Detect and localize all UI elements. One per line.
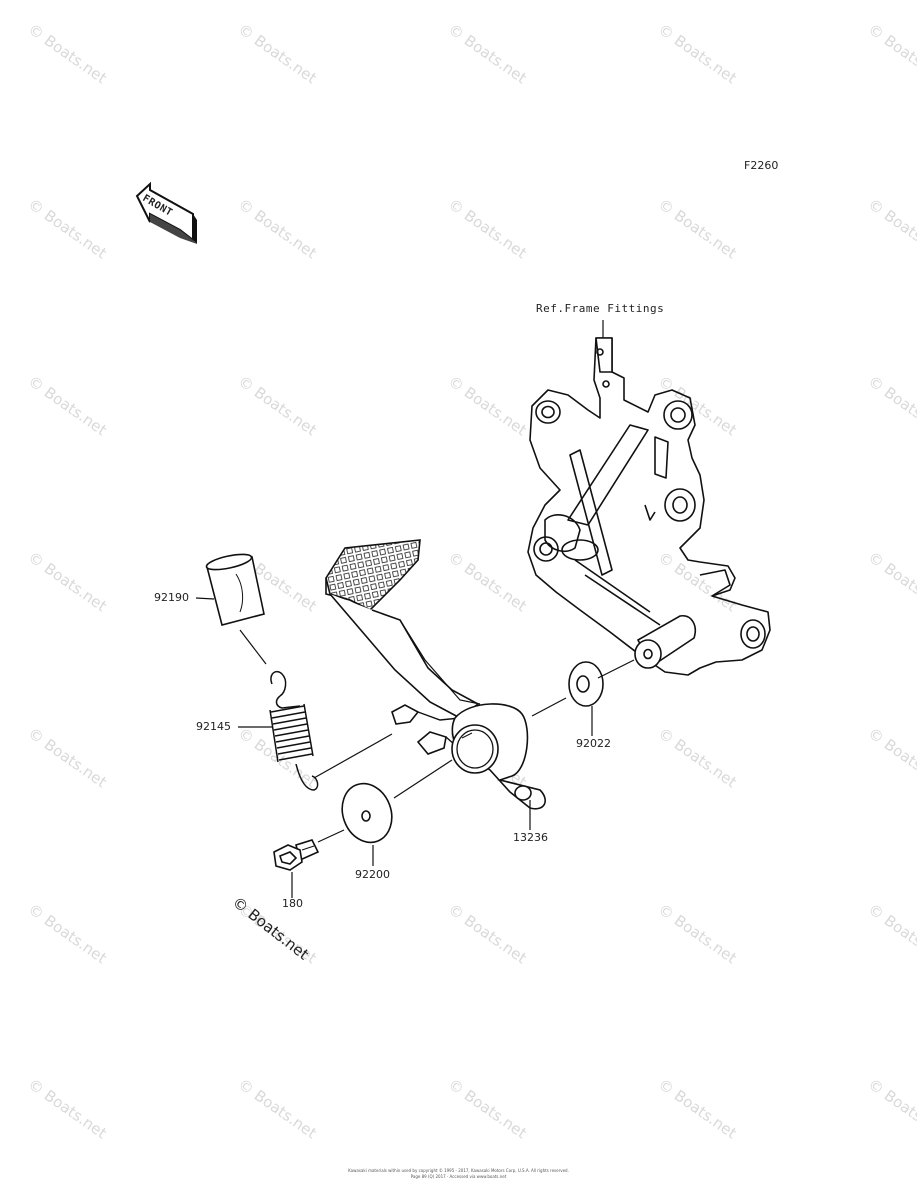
figure-code: F2260: [744, 159, 779, 172]
pivot-bolt[interactable]: [273, 839, 320, 871]
footer-notice: Kawasaki materials within used by copyri…: [0, 1168, 917, 1180]
washer-small[interactable]: [568, 661, 604, 707]
washer-large[interactable]: [334, 777, 400, 850]
assembly-lines: [195, 320, 635, 898]
footer-line-2: Page 89 (Q) 2017 · Accessed via www.boat…: [410, 1174, 507, 1179]
callout-92145[interactable]: 92145: [196, 720, 231, 733]
callout-92022[interactable]: 92022: [576, 737, 611, 750]
return-spring[interactable]: [269, 670, 319, 791]
bushing[interactable]: [205, 551, 265, 626]
callout-13236[interactable]: 13236: [513, 831, 548, 844]
callout-180[interactable]: 180: [282, 897, 303, 910]
front-arrow-icon: [135, 181, 197, 244]
footer-line-1: Kawasaki materials within used by copyri…: [348, 1168, 569, 1173]
callout-92200[interactable]: 92200: [355, 868, 390, 881]
pivot-shaft: [634, 615, 696, 669]
frame-bracket: [527, 337, 771, 676]
ref-frame-label: Ref.Frame Fittings: [536, 302, 665, 315]
callout-92190[interactable]: 92190: [154, 591, 189, 604]
brake-pedal[interactable]: [325, 539, 546, 810]
